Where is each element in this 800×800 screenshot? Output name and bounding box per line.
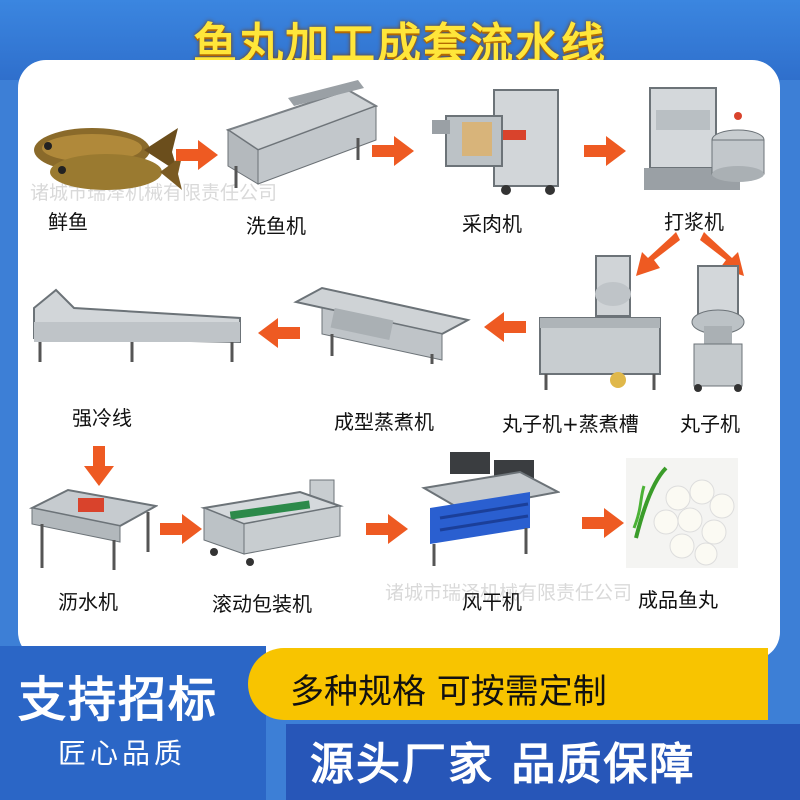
feature-text-customization: 多种规格 可按需定制	[290, 672, 607, 712]
step-label-meat-picker: 采肉机	[462, 212, 522, 236]
arrow-right-1	[176, 140, 218, 170]
arrow-down	[84, 446, 114, 486]
tender-badge-title: 支持招标	[18, 672, 219, 728]
arrow-left-2	[258, 318, 300, 348]
step-label-packing-machine: 滚动包装机	[212, 592, 312, 616]
tender-badge	[0, 646, 266, 800]
drain-machine-image	[28, 488, 158, 570]
step-label-finished-fish-balls: 成品鱼丸	[638, 588, 718, 612]
step-label-beater: 打浆机	[664, 210, 724, 234]
fresh-fish-image	[34, 128, 182, 190]
arrow-right-4	[160, 514, 202, 544]
arrow-right-5	[366, 514, 408, 544]
step-label-air-dryer: 风干机	[462, 590, 522, 614]
packing-machine-image	[200, 479, 344, 566]
arrow-down-left	[636, 232, 680, 276]
step-label-drain-machine: 沥水机	[58, 590, 118, 614]
finished-fish-balls-image	[626, 458, 738, 568]
ball-machine-image	[691, 265, 745, 392]
tender-badge-subtitle: 匠心品质	[58, 737, 187, 770]
feature-banner-blue	[286, 724, 800, 800]
step-label-fish-washer: 洗鱼机	[246, 214, 306, 238]
step-label-fresh-fish: 鲜鱼	[48, 210, 88, 234]
ball-machine-cooker-image	[539, 255, 661, 390]
forming-cooker-image	[293, 286, 471, 364]
step-label-cooling-line: 强冷线	[72, 406, 132, 430]
fish-washer-image	[225, 80, 378, 188]
cooling-line-image	[33, 288, 241, 362]
arrow-right-3	[584, 136, 626, 166]
step-label-forming-cooker: 成型蒸煮机	[334, 410, 434, 434]
arrow-right-6	[582, 508, 624, 538]
step-label-ball-machine-cooker: 丸子机+蒸煮槽	[502, 412, 639, 436]
arrow-left-1	[484, 312, 526, 342]
arrow-right-2	[372, 136, 414, 166]
meat-picker-image	[432, 89, 559, 195]
feature-banner-yellow	[248, 648, 768, 720]
step-label-ball-machine: 丸子机	[680, 412, 740, 436]
beater-image	[644, 87, 765, 190]
watermark-bottom: 诸城市瑞泽机械有限责任公司	[385, 582, 633, 604]
air-dryer-image	[421, 452, 560, 566]
feature-text-quality: 源头厂家 品质保障	[310, 739, 696, 790]
